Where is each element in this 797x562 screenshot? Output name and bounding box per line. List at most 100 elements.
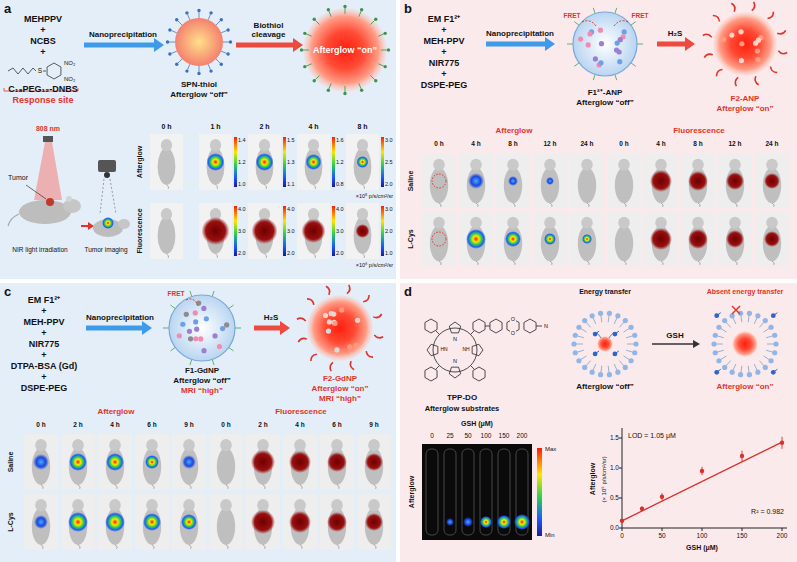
mouse-body	[207, 148, 225, 185]
lipid-tail	[619, 322, 624, 327]
lipid-tail	[721, 356, 727, 360]
lipid-tail	[586, 361, 591, 366]
lipid-tail	[726, 361, 731, 366]
lipid-head	[571, 341, 576, 346]
part-label: Tumor	[8, 174, 28, 182]
mouse-body	[430, 226, 448, 262]
lipid-tail	[764, 328, 770, 332]
figure-panel: dAfterglow “off”Afterglow “on”	[400, 283, 797, 562]
axis-tick	[702, 528, 703, 531]
tube	[498, 449, 510, 535]
image-frame	[209, 494, 243, 550]
color-bar	[537, 448, 542, 536]
nanoparticle-node: F2-ANPAfterglow “on”	[695, 10, 795, 114]
mouse-body	[763, 226, 781, 262]
lipid-tail	[759, 322, 764, 327]
image-frame	[61, 434, 95, 490]
image-frame	[248, 203, 281, 259]
mouse-head	[692, 217, 704, 229]
mouse-tail	[587, 261, 589, 265]
atom-label: HN	[440, 347, 447, 353]
atom-label: S	[38, 67, 42, 74]
dye-dot	[622, 29, 627, 34]
image-frame	[346, 134, 379, 190]
dye-dot	[217, 344, 222, 349]
nanoparticle-node: Afterglow “on”	[303, 8, 387, 92]
chain-end	[374, 18, 377, 21]
peg-chain	[223, 42, 229, 43]
arrow-shaft	[84, 43, 154, 48]
colorbar-tick: 2.5	[385, 159, 393, 165]
image-frame	[150, 134, 183, 190]
color-bar	[332, 137, 335, 187]
chain-end	[226, 28, 229, 31]
wavelength-label: 808 nm	[36, 125, 60, 133]
mouse-tail	[226, 545, 228, 549]
image-frame	[570, 154, 604, 208]
mouse-tail	[624, 261, 626, 265]
mouse-head	[35, 499, 47, 511]
peg-chain	[221, 51, 227, 53]
concentration-label: 50	[464, 432, 471, 439]
dye-dot	[198, 336, 203, 341]
time-label: 1 h	[210, 123, 220, 131]
peg-chain	[637, 44, 643, 45]
mouse-body	[726, 168, 744, 204]
mouse-head	[146, 439, 158, 451]
mouse-head	[368, 439, 380, 451]
substrate-molecule	[595, 351, 599, 354]
process-arrow	[81, 225, 88, 227]
pyrrole-ring	[427, 344, 438, 355]
axis-tick-label: 1.0	[610, 464, 619, 471]
mouse-tail	[167, 185, 169, 189]
state-label: Afterglow “off”	[560, 382, 650, 392]
particle-name: F1-GdNP	[152, 366, 252, 376]
peg-chain	[306, 64, 312, 66]
lipid-tail	[581, 328, 587, 332]
arrow-head	[293, 38, 303, 52]
signal-spot	[207, 153, 225, 171]
mouse-body	[354, 217, 372, 254]
dye-dot	[334, 347, 339, 352]
lipid-tail	[740, 315, 742, 322]
signal-spot	[650, 228, 672, 250]
chain-end	[226, 52, 229, 55]
row-label: L-Cys	[7, 512, 15, 531]
emission-ray	[298, 338, 307, 342]
image-frame	[320, 494, 354, 550]
peg-chain	[188, 64, 190, 70]
peg-chain	[370, 20, 374, 24]
mouse-head	[294, 499, 306, 511]
image-frame	[755, 154, 789, 208]
mouse-body	[726, 226, 744, 262]
mouse-body	[467, 168, 485, 204]
state-label: MRI “high”	[152, 386, 252, 396]
flow-arrow	[84, 38, 164, 52]
dye-dot	[617, 59, 622, 64]
signal-spot	[726, 172, 744, 190]
reagent-name: DSPE-PEG	[4, 383, 84, 394]
mouse-body	[256, 148, 274, 185]
peg-chain	[615, 74, 617, 80]
image-frame	[199, 203, 232, 259]
nanoparticle-node: F1-GdNPAfterglow “off”MRI “high”	[152, 290, 252, 396]
lipid-head	[623, 365, 628, 370]
time-label: 0 h	[36, 421, 45, 428]
panel-ground	[400, 283, 797, 562]
activated-nanoparticle	[303, 8, 387, 92]
lipid-tail	[766, 350, 773, 352]
reagent-name: MEH-PPV	[4, 317, 84, 328]
chain-end	[168, 28, 171, 31]
fret-label: FRET	[564, 12, 581, 19]
dye-dot	[193, 319, 198, 324]
lipid-head	[598, 311, 603, 316]
activated-nanoparticle	[713, 12, 777, 76]
panel-letter: a	[4, 1, 392, 16]
emission-ray	[731, 3, 735, 12]
mouse-tail	[476, 203, 478, 207]
arrow-head	[545, 37, 555, 51]
substrate-molecule	[615, 331, 619, 334]
lipid-tail	[593, 364, 596, 370]
dye-dot	[738, 29, 743, 34]
pyrrole-ring	[472, 344, 483, 355]
